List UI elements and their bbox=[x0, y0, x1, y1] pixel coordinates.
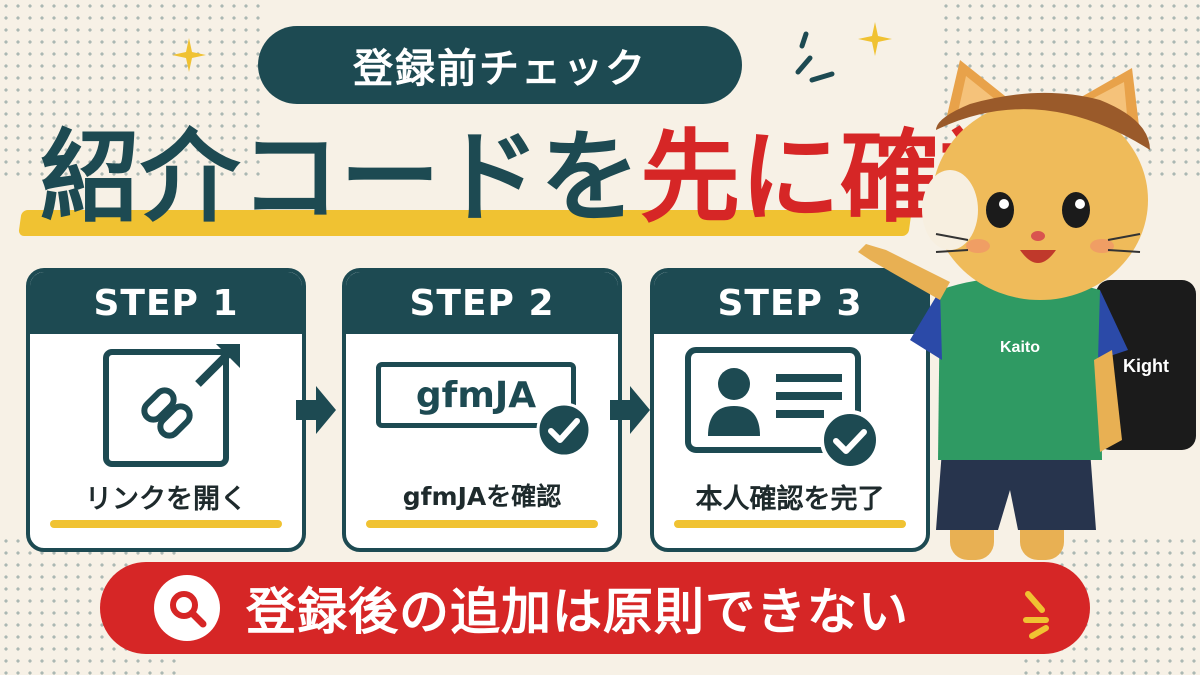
header-badge-text: 登録前チェック bbox=[353, 46, 647, 92]
arrow-right-icon bbox=[296, 386, 336, 434]
step-1-underline bbox=[50, 520, 282, 528]
id-card-check-icon bbox=[685, 347, 880, 470]
code-box-text: gfmJA bbox=[415, 374, 537, 416]
sparkle-icon bbox=[172, 38, 206, 72]
sparkle-icon bbox=[858, 22, 892, 56]
code-check-icon: gfmJA bbox=[376, 362, 592, 462]
step-card-1: STEP 1 リンクを開く bbox=[26, 268, 306, 552]
footer-banner: 登録後の追加は原則できない bbox=[100, 562, 1090, 654]
link-arrow-icon bbox=[103, 344, 240, 467]
step-2-underline bbox=[366, 520, 598, 528]
step-3-heading: STEP 3 bbox=[717, 282, 863, 324]
step-2-label: gfmJAを確認 bbox=[402, 482, 562, 511]
check-circle-icon bbox=[536, 402, 592, 458]
step-1-label: リンクを開く bbox=[85, 484, 247, 515]
arrow-right-icon bbox=[610, 386, 650, 434]
step-2-heading: STEP 2 bbox=[409, 282, 555, 324]
code-box: gfmJA bbox=[376, 362, 576, 428]
step-3-underline bbox=[674, 520, 906, 528]
step-card-2: STEP 2 gfmJA gfmJAを確認 bbox=[342, 268, 622, 552]
step-1-heading: STEP 1 bbox=[93, 282, 239, 324]
step-3-label: 本人確認を完了 bbox=[695, 484, 885, 515]
header-badge: 登録前チェック bbox=[258, 26, 742, 104]
burst-lines-icon bbox=[1023, 591, 1049, 639]
cat-mascot-illustration: Kight Kaito bbox=[858, 60, 1196, 560]
dot-pattern-top-left bbox=[0, 0, 260, 180]
step-card-3: STEP 3 本人確認を完了 bbox=[650, 268, 930, 552]
bag-logo-text: Kight bbox=[1123, 356, 1169, 376]
title-part-1: 紹介コードを bbox=[40, 119, 640, 236]
search-icon bbox=[170, 591, 207, 628]
footer-text: 登録後の追加は原則できない bbox=[246, 583, 909, 641]
burst-lines-icon bbox=[795, 31, 835, 83]
shirt-logo-text: Kaito bbox=[1000, 339, 1040, 356]
main-title: 紹介コードを先に確認 bbox=[18, 118, 1040, 248]
